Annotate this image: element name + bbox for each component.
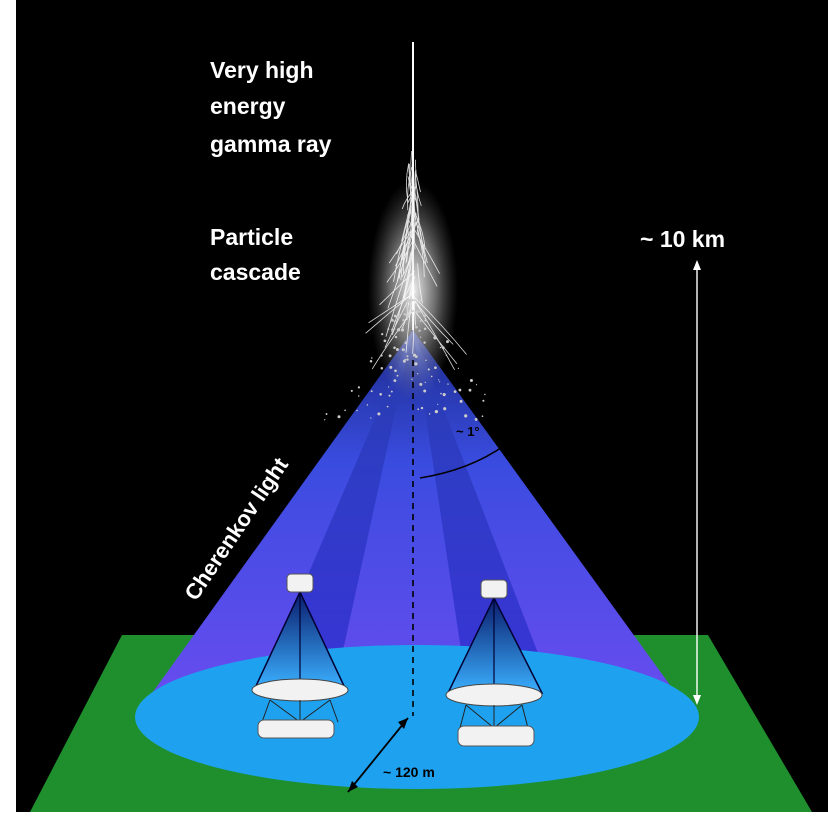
gamma-ray-label-line-3: gamma ray [210,131,332,157]
cascade-label-line-1: Particle [210,224,293,250]
cone-stripe-right [413,330,560,710]
angle-label: ~ 1° [456,424,480,439]
height-arrowhead-top [693,260,701,270]
height-arrowhead-bottom [693,695,701,705]
telescope-icon [251,573,349,739]
gamma-ray-label: Very high energy gamma ray [210,57,332,157]
gamma-ray-label-line-1: Very high [210,57,314,83]
radius-arrowhead-top [398,718,408,729]
radius-arrowhead-bottom [348,781,358,792]
gamma-ray-label-line-2: energy [210,93,286,119]
cascade-label-line-2: cascade [210,259,301,285]
angle-arc [419,444,506,479]
cherenkov-cone [140,330,688,710]
particle-cascade [324,151,486,421]
radius-label: ~ 120 m [383,764,435,780]
cascade-label: Particle cascade [210,224,301,285]
telescope-icon [445,579,544,747]
height-label: ~ 10 km [640,226,725,252]
radius-arrow [347,717,409,793]
